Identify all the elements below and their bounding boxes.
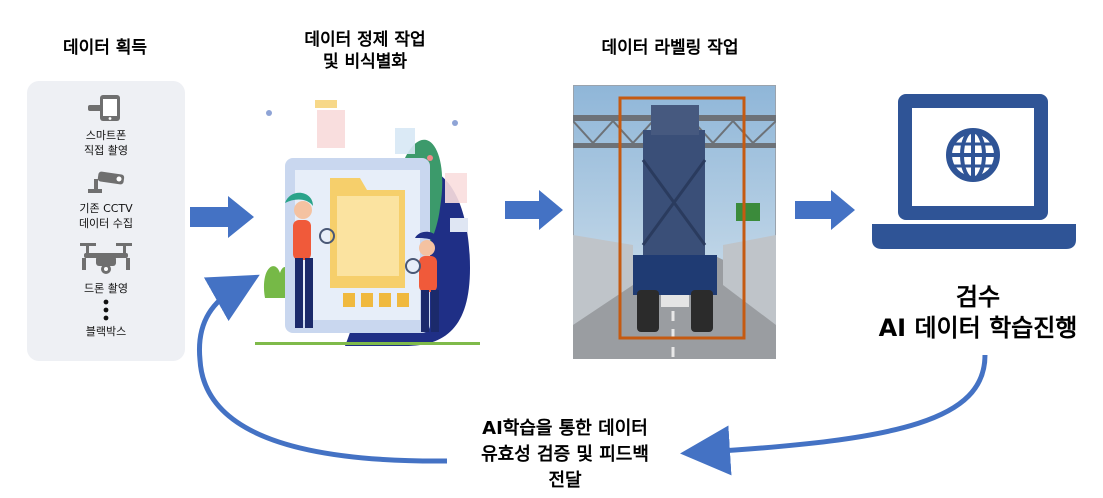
flow-arrow-2 — [505, 190, 563, 230]
acquisition-sources-panel: 스마트폰 직접 촬영 기존 CCTV 데이터 수집 드론 촬영 — [27, 81, 185, 361]
labeling-photo — [573, 85, 776, 359]
step-acquisition-title: 데이터 획득 — [62, 38, 148, 58]
source-cctv-label-line1: 기존 CCTV — [79, 202, 133, 215]
drone-icon — [27, 239, 185, 283]
final-step-label: 검수 AI 데이터 학습진행 — [860, 282, 1096, 344]
step-labeling-title: 데이터 라벨링 작업 — [601, 38, 739, 58]
feedback-label-line1: AI학습을 통한 데이터 — [482, 418, 648, 439]
source-smartphone-label-line2: 직접 촬영 — [84, 144, 128, 157]
source-blackbox-label-line1: 블랙박스 — [85, 325, 127, 338]
feedback-label-line2: 유효성 검증 및 피드백 — [481, 444, 649, 465]
step-refinement-title-line1: 데이터 정제 작업 — [304, 30, 426, 50]
flow-arrow-3 — [795, 190, 855, 230]
laptop-icon — [872, 94, 1076, 249]
step-refinement-title-line2: 및 비식별화 — [322, 52, 408, 72]
feedback-label-line3: 전달 — [548, 470, 582, 491]
feedback-label: AI학습을 통한 데이터 유효성 검증 및 피드백 전달 — [447, 416, 683, 494]
source-cctv-label: 기존 CCTV 데이터 수집 — [27, 201, 185, 231]
more-dots-icon — [27, 299, 185, 325]
source-drone-label: 드론 촬영 — [27, 281, 185, 296]
final-step-label-line2: AI 데이터 학습진행 — [878, 314, 1078, 342]
step-refinement-title: 데이터 정제 작업 및 비식별화 — [265, 29, 465, 73]
source-smartphone-label-line1: 스마트폰 — [85, 129, 127, 142]
flow-arrow-1 — [190, 196, 254, 238]
source-smartphone-label: 스마트폰 직접 촬영 — [27, 128, 185, 158]
source-blackbox-label: 블랙박스 — [27, 324, 185, 339]
source-drone-label-line1: 드론 촬영 — [84, 282, 128, 295]
source-cctv-label-line2: 데이터 수집 — [78, 217, 134, 230]
final-step-label-line1: 검수 — [955, 283, 1001, 311]
data-refinement-illustration — [255, 100, 480, 346]
smartphone-icon — [27, 93, 185, 127]
cctv-icon — [27, 165, 185, 199]
